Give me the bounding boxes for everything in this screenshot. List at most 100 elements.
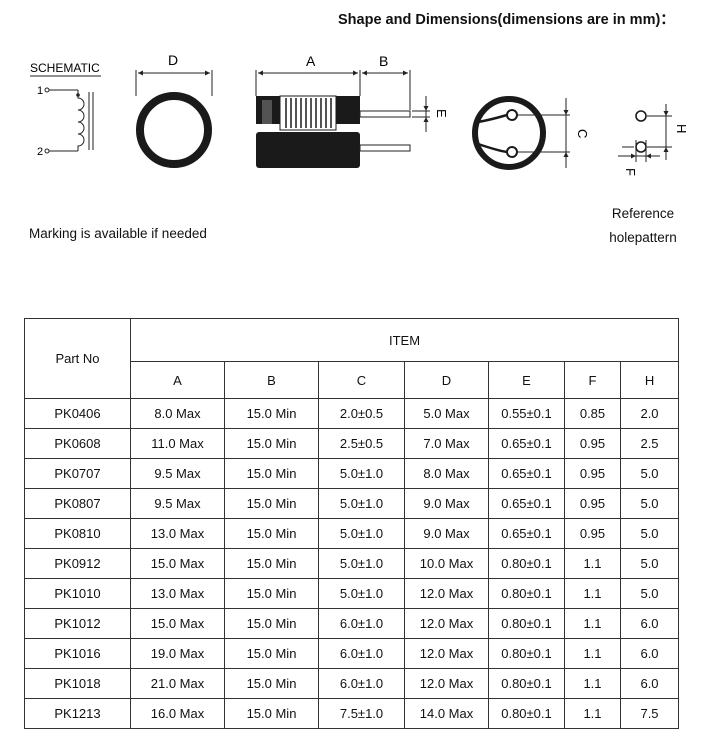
cell-c: 5.0±1.0 (318, 518, 405, 549)
part-no-cell: PK0807 (24, 488, 131, 519)
cell-e: 0.65±0.1 (488, 488, 565, 519)
cell-d: 9.0 Max (404, 518, 489, 549)
cell-h: 7.5 (619, 698, 680, 729)
column-header-b: B (224, 361, 319, 399)
cell-h: 5.0 (619, 578, 680, 609)
hole-pattern: H F (618, 104, 689, 176)
cell-b: 15.0 Min (224, 548, 319, 579)
cell-h: 5.0 (619, 548, 680, 579)
cell-c: 6.0±1.0 (318, 608, 405, 639)
cell-e: 0.80±0.1 (488, 608, 565, 639)
cell-f: 1.1 (564, 668, 621, 699)
cell-b: 15.0 Min (224, 638, 319, 669)
column-header-a: A (130, 361, 225, 399)
cell-f: 1.1 (564, 578, 621, 609)
cell-e: 0.65±0.1 (488, 518, 565, 549)
cell-e: 0.80±0.1 (488, 638, 565, 669)
cell-f: 0.95 (564, 488, 621, 519)
cell-e: 0.80±0.1 (488, 578, 565, 609)
part-no-cell: PK1010 (24, 578, 131, 609)
column-header-c: C (318, 361, 405, 399)
dim-label-f: F (623, 168, 638, 176)
part-no-header: Part No (24, 318, 131, 399)
bottom-view: C (472, 96, 590, 170)
cell-d: 14.0 Max (404, 698, 489, 729)
column-header-h: H (619, 361, 680, 399)
cell-a: 15.0 Max (130, 548, 225, 579)
part-no-cell: PK1213 (24, 698, 131, 729)
cell-a: 9.5 Max (130, 458, 225, 489)
cell-f: 1.1 (564, 698, 621, 729)
cell-h: 2.5 (619, 428, 680, 459)
top-view: D (135, 52, 213, 168)
cell-c: 7.5±1.0 (318, 698, 405, 729)
cell-a: 13.0 Max (130, 578, 225, 609)
dim-label-d: D (168, 52, 178, 68)
cell-h: 2.0 (619, 398, 680, 429)
cell-d: 12.0 Max (404, 668, 489, 699)
dim-label-e: E (434, 109, 449, 118)
dim-label-a: A (306, 53, 316, 69)
cell-b: 15.0 Min (224, 698, 319, 729)
part-no-cell: PK0912 (24, 548, 131, 579)
part-no-cell: PK0707 (24, 458, 131, 489)
side-view: A B E (255, 53, 449, 168)
cell-a: 21.0 Max (130, 668, 225, 699)
part-no-cell: PK1016 (24, 638, 131, 669)
cell-d: 9.0 Max (404, 488, 489, 519)
cell-b: 15.0 Min (224, 608, 319, 639)
cell-c: 5.0±1.0 (318, 578, 405, 609)
cell-h: 5.0 (619, 458, 680, 489)
item-header: ITEM (129, 318, 680, 362)
cell-e: 0.55±0.1 (488, 398, 565, 429)
column-header-f: F (564, 361, 621, 399)
cell-d: 12.0 Max (404, 578, 489, 609)
cell-a: 16.0 Max (130, 698, 225, 729)
cell-f: 0.95 (564, 518, 621, 549)
cell-h: 5.0 (619, 488, 680, 519)
part-no-cell: PK0608 (24, 428, 131, 459)
schematic-pin1: 1 (37, 85, 43, 97)
cell-a: 15.0 Max (130, 608, 225, 639)
schematic: SCHEMATIC 1 2 (30, 61, 101, 158)
dim-label-h: H (674, 124, 689, 133)
dimension-drawing: SCHEMATIC 1 2 D (30, 52, 689, 176)
part-no-cell: PK0406 (24, 398, 131, 429)
reference-line-1: Reference (611, 206, 675, 221)
part-no-cell: PK0810 (24, 518, 131, 549)
cell-e: 0.80±0.1 (488, 548, 565, 579)
cell-b: 15.0 Min (224, 488, 319, 519)
cell-e: 0.65±0.1 (488, 458, 565, 489)
cell-f: 1.1 (564, 638, 621, 669)
cell-a: 19.0 Max (130, 638, 225, 669)
cell-c: 2.0±0.5 (318, 398, 405, 429)
part-no-cell: PK1012 (24, 608, 131, 639)
reference-line-2: holepattern (609, 230, 677, 245)
marking-note: Marking is available if needed (29, 226, 207, 241)
cell-a: 13.0 Max (130, 518, 225, 549)
cell-e: 0.65±0.1 (488, 428, 565, 459)
cell-e: 0.80±0.1 (488, 668, 565, 699)
cell-f: 1.1 (564, 608, 621, 639)
cell-b: 15.0 Min (224, 428, 319, 459)
cell-c: 5.0±1.0 (318, 548, 405, 579)
page-title: Shape and Dimensions(dimensions are in m… (338, 12, 675, 28)
cell-d: 7.0 Max (404, 428, 489, 459)
cell-a: 8.0 Max (130, 398, 225, 429)
cell-d: 10.0 Max (404, 548, 489, 579)
part-no-cell: PK1018 (24, 668, 131, 699)
cell-e: 0.80±0.1 (488, 698, 565, 729)
